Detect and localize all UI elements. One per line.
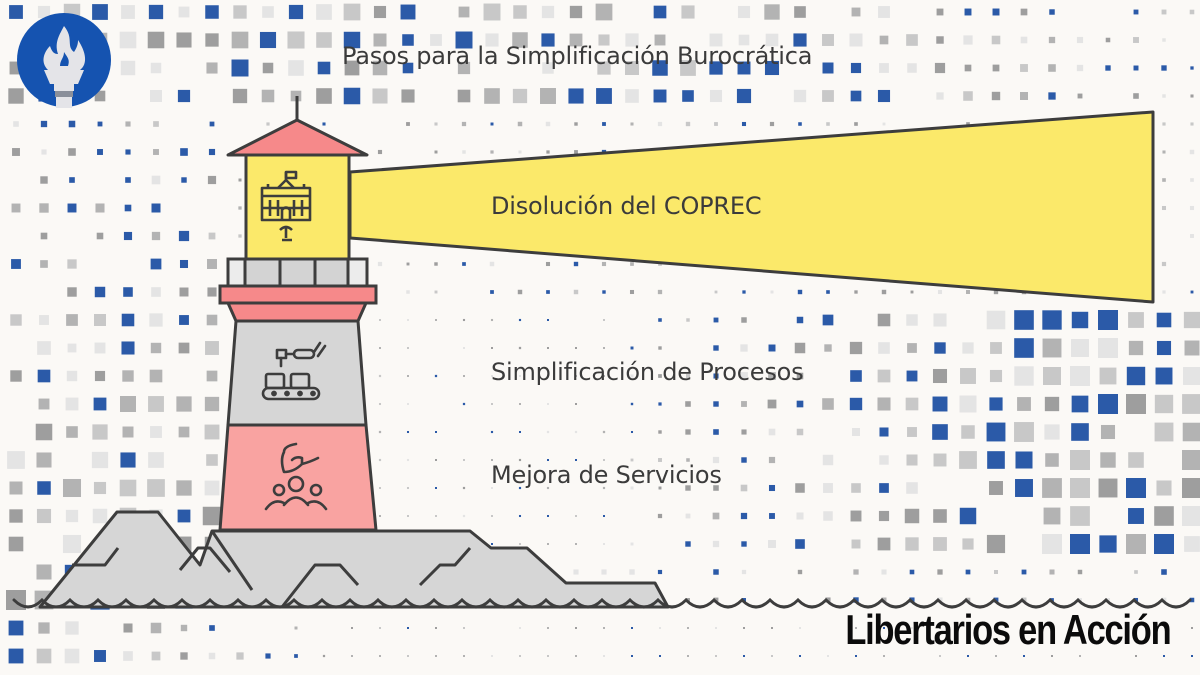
step-label-procesos: Simplificación de Procesos — [491, 358, 804, 386]
torch-flame-icon — [17, 13, 111, 108]
government-building-icon — [260, 170, 312, 242]
lighthouse-roof — [226, 118, 369, 157]
rock-ridges — [72, 530, 472, 608]
gallery-railing — [226, 257, 369, 288]
step-label-servicios: Mejora de Servicios — [491, 461, 722, 489]
rocks-island — [38, 510, 670, 609]
brand-logo — [16, 12, 112, 108]
diagram-title: Pasos para la Simplificación Burocrática — [342, 42, 813, 70]
gallery-deck — [218, 284, 378, 305]
hand-over-people-icon — [264, 442, 328, 511]
brand-name: Libertarios en Acción — [844, 606, 1171, 653]
tower-collar — [226, 301, 368, 323]
sea-waves — [12, 597, 1192, 609]
robot-arm-conveyor-icon — [261, 341, 327, 401]
step-label-coprec: Disolución del COPREC — [491, 192, 762, 220]
